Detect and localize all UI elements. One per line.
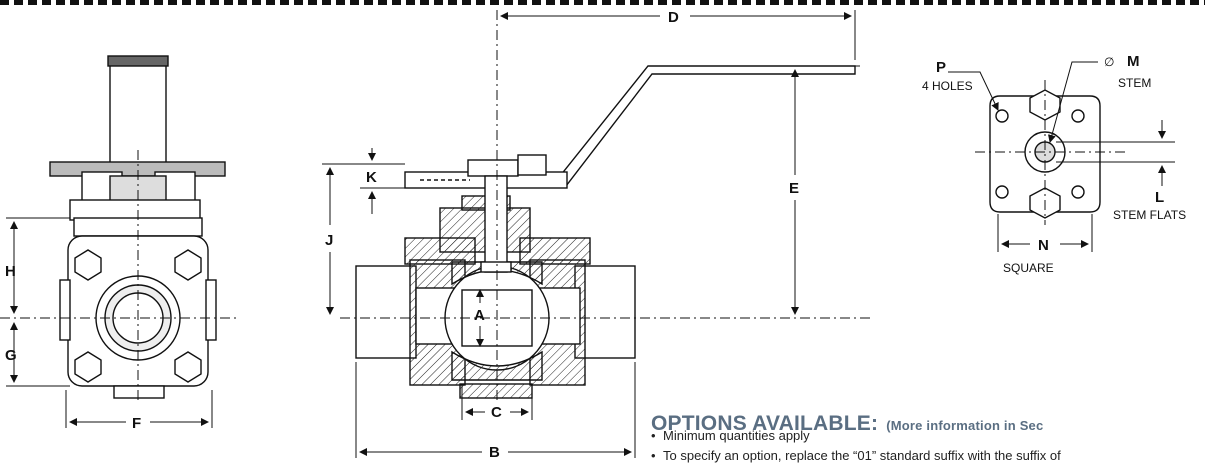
top-dashed-border [0, 0, 1205, 5]
side-view-dimensions [0, 150, 240, 428]
dim-label-l: L [1155, 189, 1164, 206]
dim-label-f: F [132, 415, 141, 432]
dim-label-c: C [491, 404, 502, 421]
dim-label-e: E [789, 180, 799, 197]
dim-label-g: G [5, 347, 17, 364]
square-callout: SQUARE [1003, 261, 1054, 275]
flange-view-dimensions [948, 61, 1175, 252]
diameter-symbol: ∅ [1104, 55, 1114, 69]
list-item: Minimum quantities apply [651, 426, 1061, 446]
dim-label-n: N [1038, 237, 1049, 254]
dim-label-b: B [489, 444, 500, 461]
section-view-dimensions [322, 10, 870, 458]
holes-callout: 4 HOLES [922, 79, 973, 93]
dim-label-h: H [5, 263, 16, 280]
stem-callout: STEM [1118, 76, 1151, 90]
list-item: To specify an option, replace the “01” s… [651, 446, 1061, 466]
dim-label-p: P [936, 59, 946, 76]
options-list: Minimum quantities apply To specify an o… [651, 423, 1061, 466]
dim-label-k: K [366, 169, 377, 186]
side-view [49, 55, 226, 399]
dim-label-d: D [668, 9, 679, 26]
dim-label-a: A [474, 307, 485, 324]
dim-label-j: J [325, 232, 333, 249]
dim-label-m: M [1127, 53, 1140, 70]
section-view [355, 65, 856, 399]
stem-flats-callout: STEM FLATS [1113, 208, 1186, 222]
